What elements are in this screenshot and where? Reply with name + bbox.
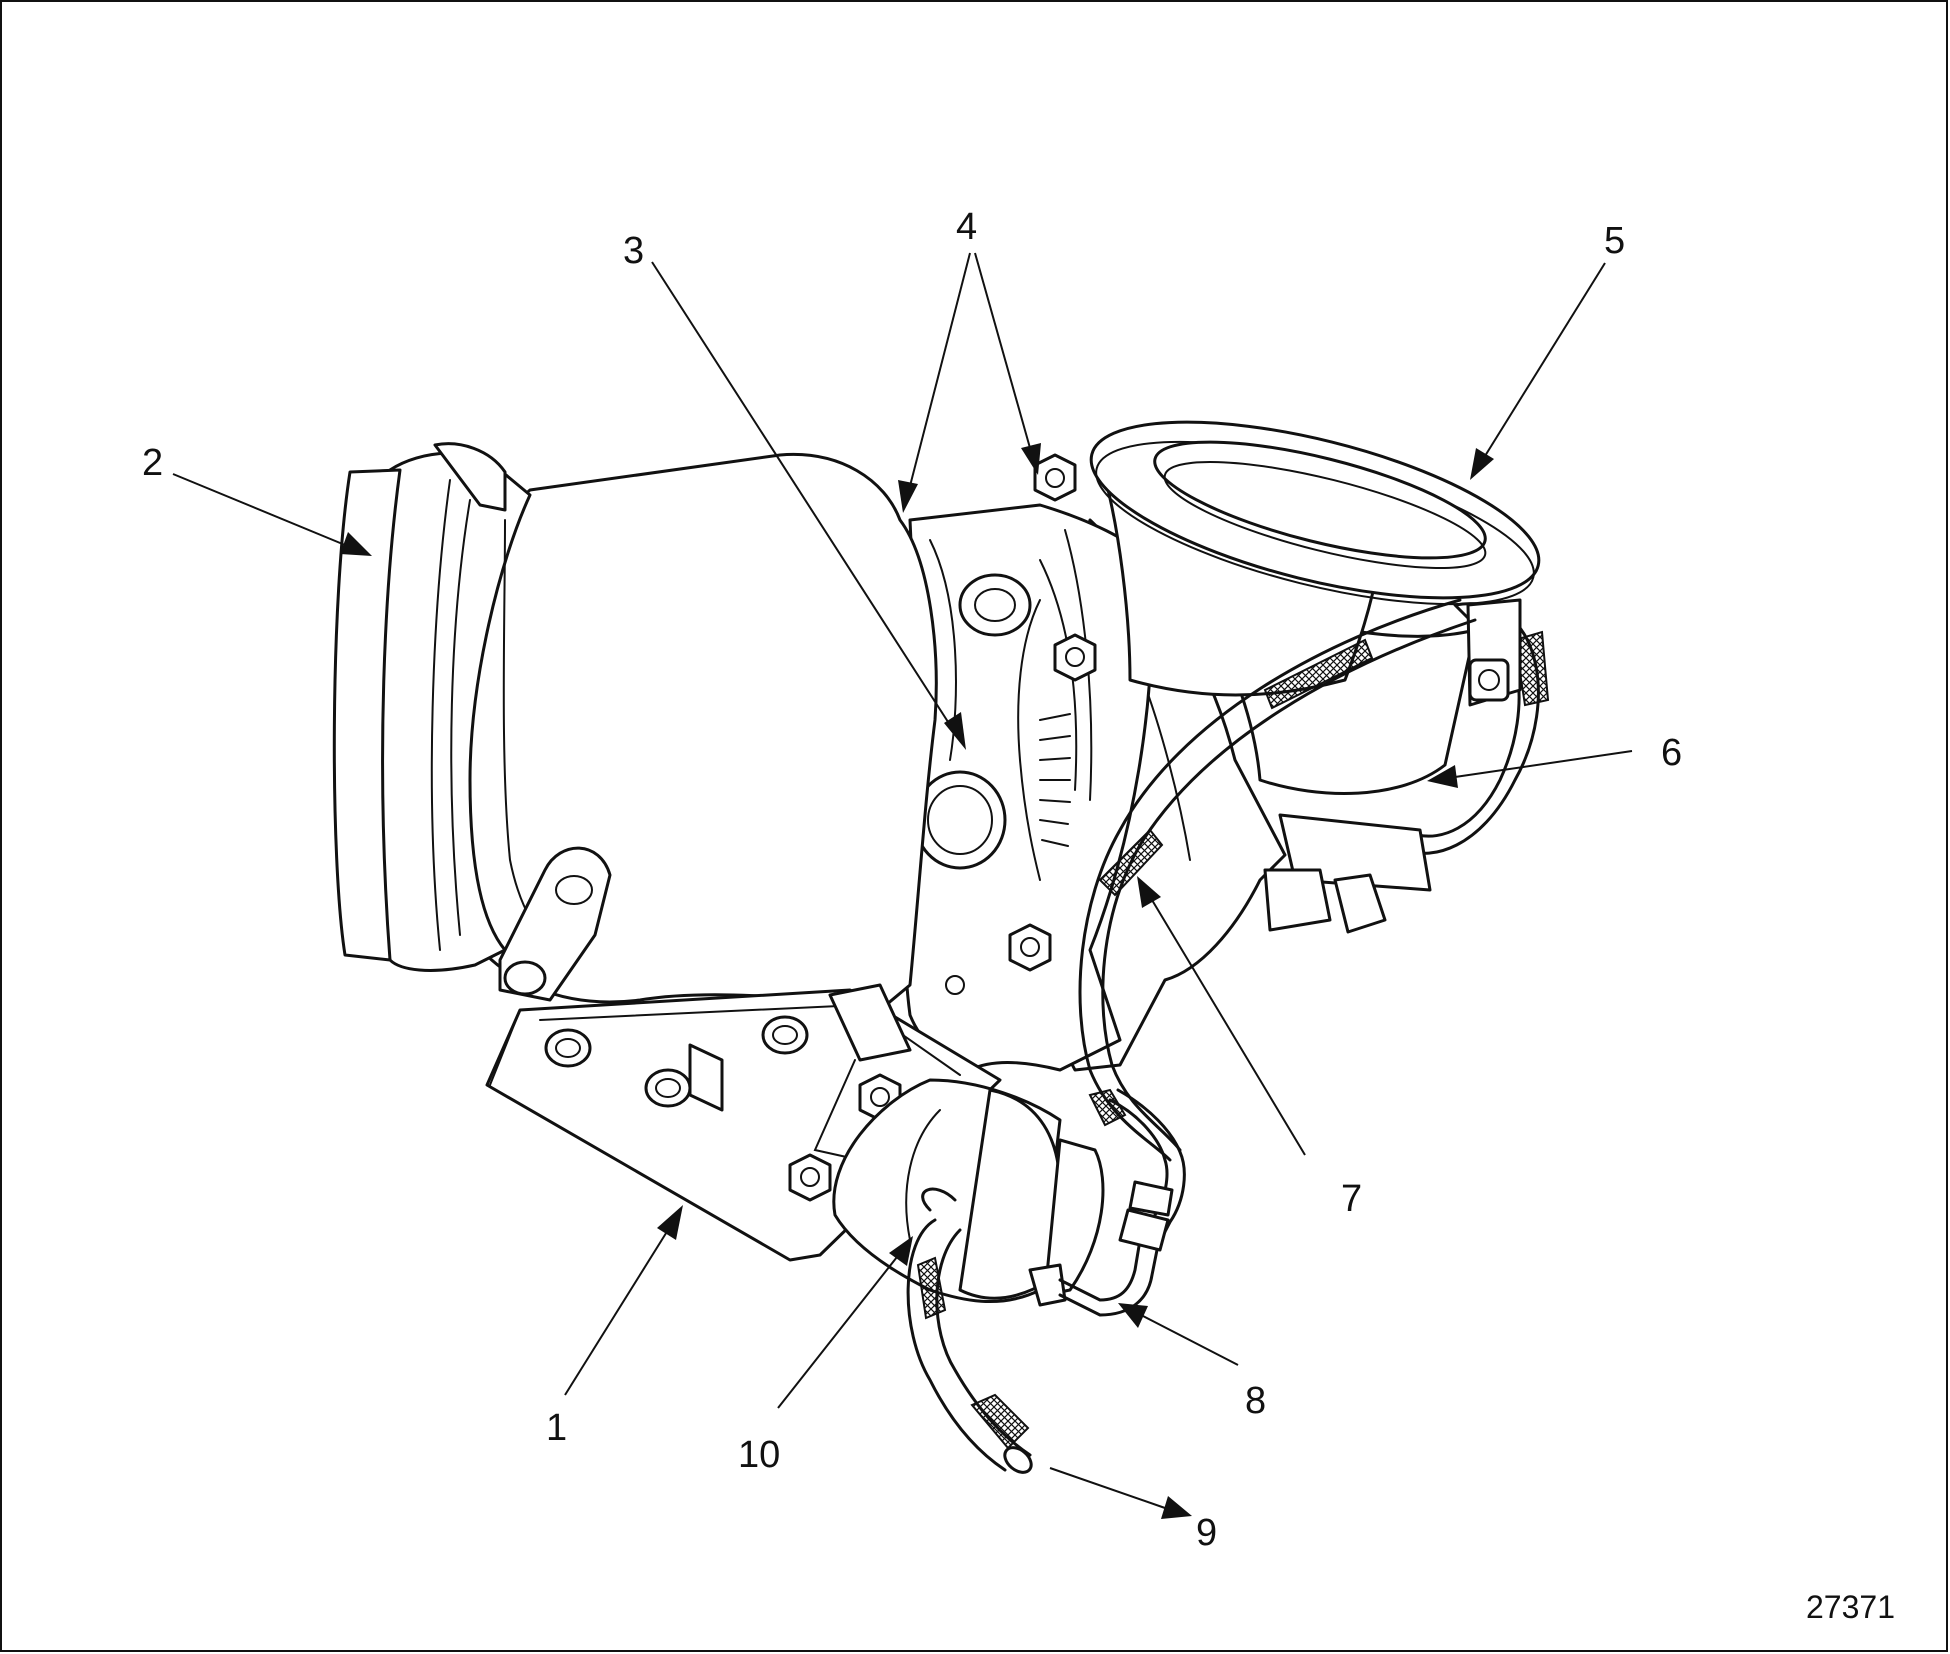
figure-number: 27371 xyxy=(1806,1589,1895,1625)
callout-5: 5 xyxy=(1604,220,1625,262)
callout-4: 4 xyxy=(956,206,977,248)
callout-8: 8 xyxy=(1245,1380,1266,1422)
callout-3: 3 xyxy=(623,230,644,272)
callout-labels: 1 2 3 4 5 6 7 8 9 10 27371 xyxy=(142,206,1895,1625)
callout-6: 6 xyxy=(1661,732,1682,774)
leader-lines xyxy=(172,252,1633,1519)
outlet-flange xyxy=(1089,420,1541,697)
callout-1: 1 xyxy=(546,1407,567,1449)
callout-10: 10 xyxy=(738,1434,780,1476)
oil-line xyxy=(1078,598,1477,1162)
callout-9: 9 xyxy=(1196,1512,1217,1554)
wastegate-actuator xyxy=(832,1078,1186,1474)
turbine-housing xyxy=(903,453,1154,1072)
callout-2: 2 xyxy=(142,442,163,484)
compressor-housing xyxy=(332,442,938,1012)
callout-7: 7 xyxy=(1341,1178,1362,1220)
turbocharger-illustration xyxy=(332,420,1550,1474)
